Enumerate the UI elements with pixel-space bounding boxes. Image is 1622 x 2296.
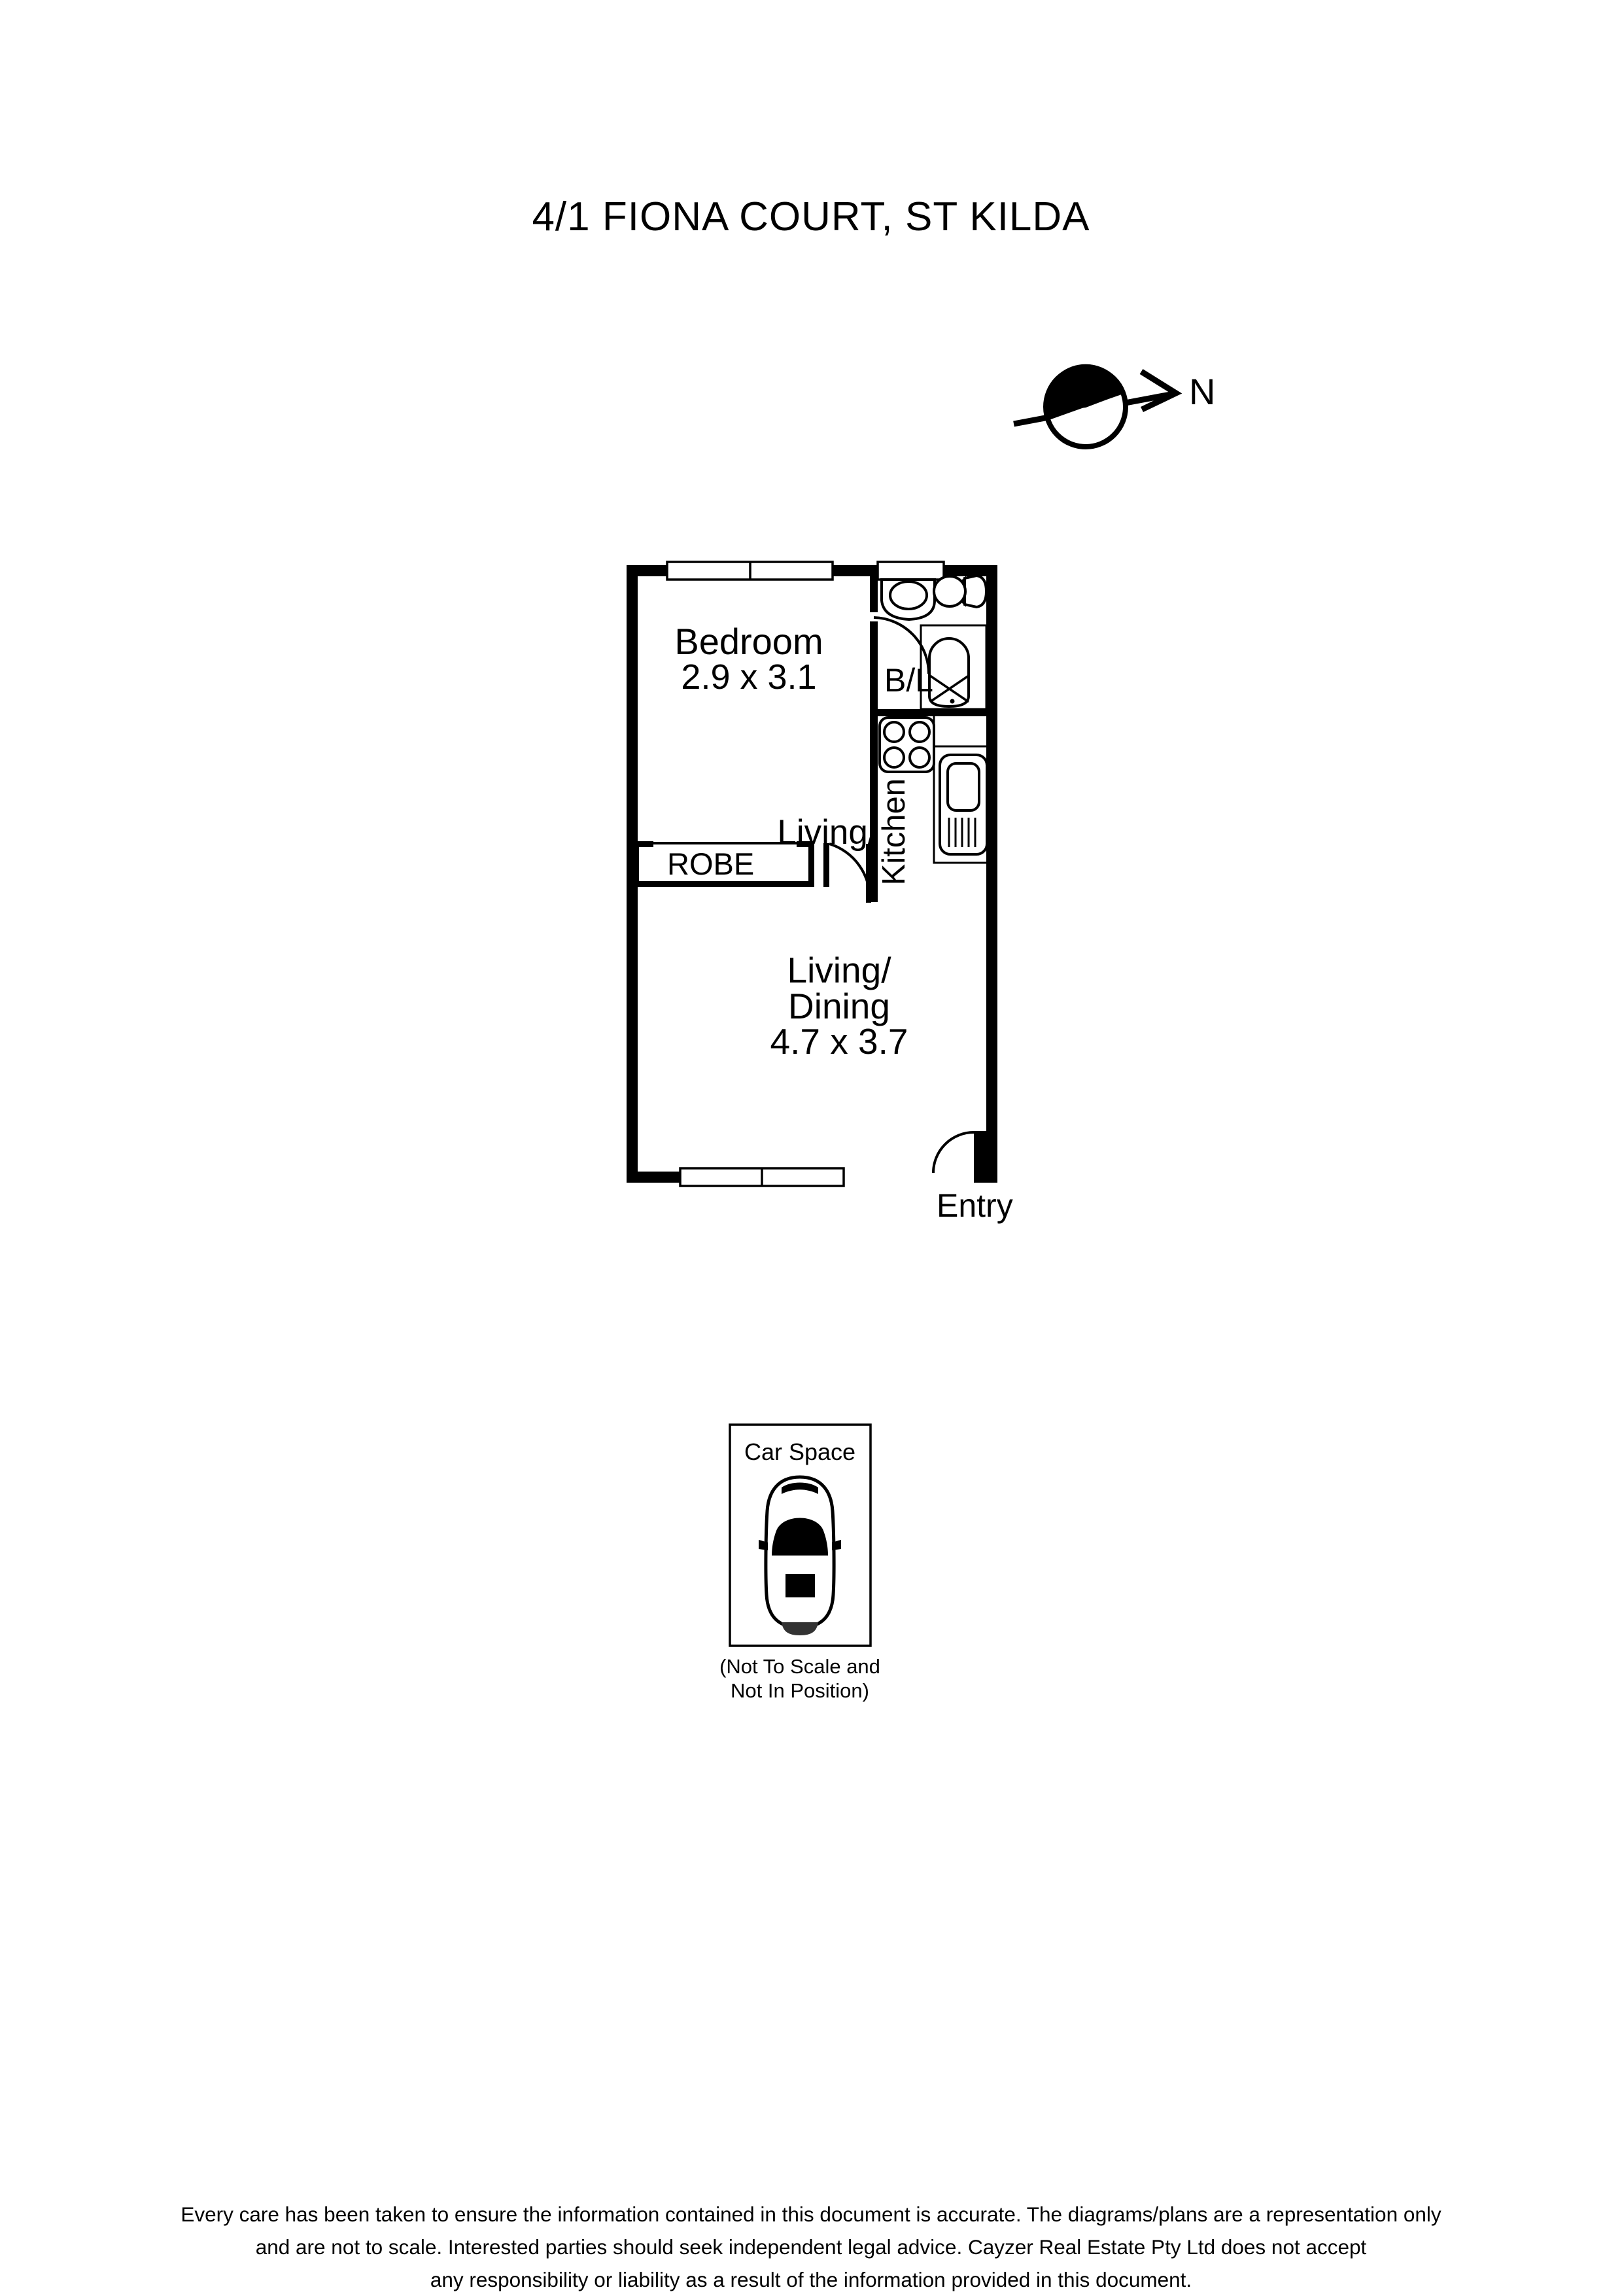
north-arrow: N (1007, 347, 1243, 484)
car-space-note-line2: Not In Position) (731, 1679, 869, 1702)
compass-label: N (1189, 371, 1215, 412)
robe: ROBE (636, 841, 829, 887)
kitchen-label: Kitchen (876, 778, 912, 885)
entry-door (932, 1131, 975, 1174)
disclaimer-line-3: any responsibility or liability as a res… (430, 2268, 1192, 2291)
bath-shower-icon (920, 624, 988, 710)
dining-label: Dining (788, 986, 890, 1026)
page-title: 4/1 FIONA COURT, ST KILDA (532, 194, 1090, 239)
entry-label: Entry (937, 1187, 1013, 1224)
bedroom-label: Bedroom (674, 621, 823, 662)
bedroom-window (666, 561, 834, 581)
robe-label: ROBE (667, 846, 754, 881)
toilet-icon (933, 574, 988, 609)
car-top-view-icon (759, 1475, 841, 1635)
north-arrow-icon (1013, 364, 1182, 449)
kitchen-bench (933, 716, 986, 864)
vanity-basin-icon (880, 578, 936, 621)
bathroom-door (873, 616, 930, 674)
car-space-note-line1: (Not To Scale and (719, 1655, 880, 1678)
floor-plan-drawing: ROBE (589, 536, 1060, 1243)
car-space-label: Car Space (744, 1438, 855, 1465)
living-window (679, 1167, 845, 1187)
kitchen-sink-icon (939, 754, 988, 856)
bl-label: B/L (884, 662, 933, 699)
living-label: Living/ (787, 950, 892, 990)
bedroom-dimensions: 2.9 x 3.1 (681, 657, 816, 697)
living-dining-label-line1: Living/ (777, 813, 877, 852)
exterior-walls (627, 565, 997, 1183)
car-space-block: Car Space (Not To Scale and Not In Posi (713, 1419, 929, 1740)
bathroom-window (876, 561, 945, 581)
disclaimer: Every care has been taken to ensure the … (0, 2198, 1622, 2296)
interior-walls (870, 565, 986, 902)
disclaimer-line-2: and are not to scale. Interested parties… (255, 2235, 1367, 2259)
disclaimer-line-1: Every care has been taken to ensure the … (181, 2202, 1441, 2226)
bedroom-door (829, 843, 872, 903)
living-dining-dimensions: 4.7 x 3.7 (770, 1021, 908, 1062)
cooktop-four-burner-icon (878, 716, 935, 773)
